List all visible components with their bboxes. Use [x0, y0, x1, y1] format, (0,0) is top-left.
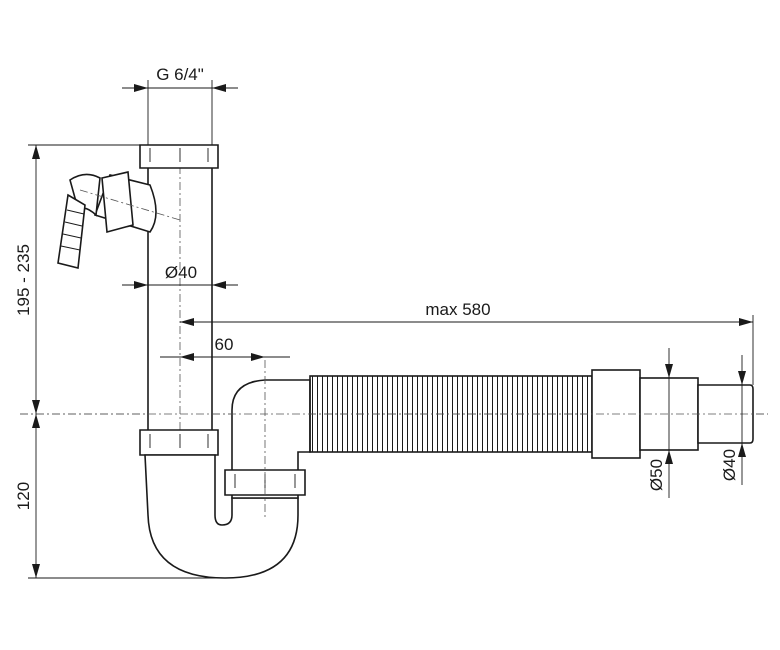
max-length-dimension: max 580	[180, 300, 754, 385]
max-length-label: max 580	[425, 300, 490, 319]
corrugated-hose	[20, 369, 768, 459]
height-dimension: 195 - 235 120	[14, 144, 225, 579]
lower-nut	[139, 429, 219, 456]
outlet-d50-label: Ø50	[647, 459, 666, 491]
outlet-d40-label: Ø40	[720, 449, 739, 481]
thread-dimension: G 6/4"	[122, 65, 238, 145]
offset-label: 60	[215, 335, 234, 354]
side-inlet-fitting	[57, 171, 181, 269]
outlet-d50-dimension: Ø50	[647, 348, 673, 498]
outlet-d40-dimension: Ø40	[720, 355, 746, 485]
top-nut	[139, 144, 219, 169]
trap-bend	[139, 360, 311, 579]
trap-depth-label: 120	[14, 482, 33, 510]
pipe-diameter-dimension: Ø40	[122, 263, 238, 289]
thread-label: G 6/4"	[156, 65, 204, 84]
offset-dimension: 60	[160, 335, 290, 361]
pipe-diameter-label: Ø40	[165, 263, 197, 282]
height-range-label: 195 - 235	[14, 244, 33, 316]
